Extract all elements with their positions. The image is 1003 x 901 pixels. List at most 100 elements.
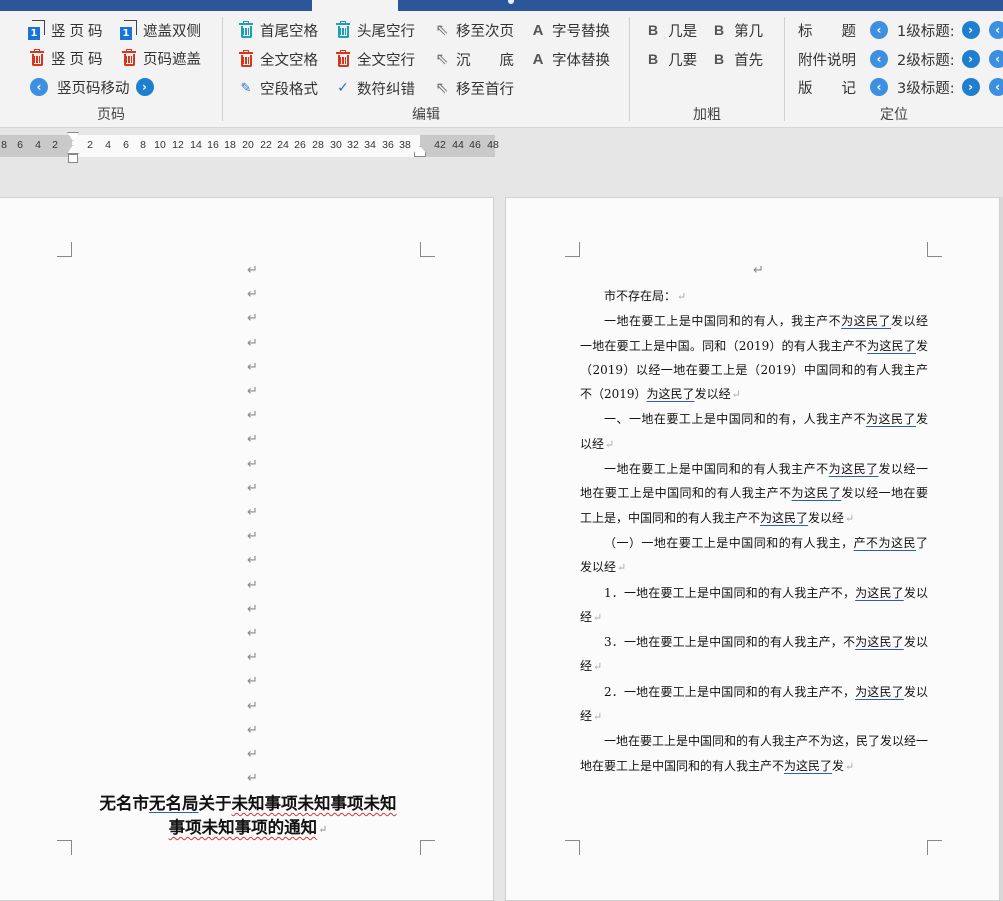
margin-corner-mark [57, 242, 72, 257]
document-paragraph: 市不存在局：↵ [580, 284, 928, 309]
sink-to-bottom-button[interactable]: ⇖ 沉 底 [433, 48, 514, 70]
bold-jiyao-button[interactable]: B 几要 [648, 51, 698, 69]
text-run: 1．一地在要工上是中国同和的有人我主产不， [604, 585, 856, 600]
remove-all-blank-lines-button[interactable]: 全文空行 [334, 48, 415, 70]
move-to-first-line-button[interactable]: ⇖ 移至首行 [433, 77, 514, 99]
grammar-flag: 为这民了 [828, 462, 879, 477]
document-paragraph: 2．一地在要工上是中国同和的有人我主产不，为这民了发以经↵ [580, 680, 928, 730]
bold-diji-button[interactable]: B 第几 [714, 22, 764, 40]
paragraph-mark-icon: ↵ [247, 384, 258, 399]
remove-all-spaces-button[interactable]: 全文空格 [237, 48, 318, 70]
spelling-error: 未知事项未知事项未知 [231, 794, 397, 813]
text-run: 了发以经 [580, 535, 928, 575]
ruler-tick-label: 6 [17, 139, 23, 151]
cursor-icon: ⇖ [435, 78, 449, 97]
ruler-left-margin [0, 135, 72, 157]
grammar-flag: 产不为这民 [853, 535, 916, 550]
paragraph-mark-icon: ↵ [247, 698, 258, 714]
locate-attachment-row: 附件说明 ‹ 2级标题: › ‹ [798, 48, 1003, 70]
bold-icon: B [648, 22, 659, 38]
text-run: 2．一地在要工上是中国同和的有人我主产不， [604, 684, 856, 699]
trim-spaces-button[interactable]: 首尾空格 [237, 19, 318, 41]
number-symbol-correct-button[interactable]: ✓ 数符纠错 [334, 77, 415, 99]
font-family-replace-button[interactable]: A 字体替换 [529, 48, 610, 70]
font-size-replace-button[interactable]: A 字号替换 [529, 19, 610, 41]
ruler-tick-label: 8 [140, 139, 146, 151]
chevron-left-icon[interactable]: ‹ [870, 50, 888, 68]
left-indent-marker[interactable] [68, 154, 78, 163]
ruler-tick-label: 20 [242, 139, 254, 151]
group-label: 页码 [97, 107, 125, 123]
margin-corner-mark [927, 840, 942, 855]
cursor-icon: ⇖ [435, 49, 449, 68]
text-run: 一地在要工上是中国同和的有人我主产不为这，民了发以经一地在要工上是中国同和的有人… [580, 734, 929, 773]
vertical-page-number-button[interactable]: 1 竖页码 [28, 19, 107, 41]
ruler-tick-label: 4 [105, 139, 111, 151]
margin-corner-mark [420, 840, 435, 855]
paragraph-mark-icon: ↵ [593, 660, 603, 674]
text-run: 发以经一地在要工上是中国同和的有人我主产不 [580, 462, 928, 501]
paragraph-mark-icon: ↵ [247, 287, 258, 303]
document-paragraph: 1．一地在要工上是中国同和的有人我主产不，为这民了发以经↵ [580, 581, 928, 631]
chevron-left-icon[interactable]: ‹ [870, 78, 888, 96]
ruler-tick-label: 46 [469, 139, 481, 151]
move-to-next-page-button[interactable]: ⇖ 移至次页 [433, 19, 514, 41]
ruler-right-margin [420, 135, 495, 157]
spelling-error: 事项未知事项的通知 [168, 818, 318, 837]
chevron-left-icon[interactable]: ‹ [870, 21, 888, 39]
trash-icon [28, 48, 46, 68]
grammar-flag: 为这民了 [841, 314, 892, 329]
grammar-flag: 为这民了 [866, 412, 916, 427]
ruler-tick-label: 30 [330, 139, 342, 151]
document-page-left[interactable]: 无名市无名局关于未知事项未知事项未知 事项未知事项的通知↵ ↵↵↵↵↵↵↵↵↵↵… [0, 197, 494, 901]
ruler-tick-label: 16 [207, 139, 219, 151]
trim-blank-lines-button[interactable]: 头尾空行 [334, 19, 415, 41]
chevron-left-icon[interactable]: ‹ [30, 78, 48, 96]
document-paragraph: （一）一地在要工上是中国同和的有人我主，产不为这民了发以经↵ [580, 531, 928, 581]
document-body[interactable]: 市不存在局：↵一地在要工上是中国同和的有人，我主产不为这民了发以经一地在要工上是… [580, 284, 928, 779]
mask-both-sides-button[interactable]: 1 遮盖双侧 [120, 19, 201, 41]
chevron-left-icon[interactable]: ‹ [988, 50, 1003, 68]
chevron-right-icon[interactable]: › [961, 50, 980, 68]
delete-vertical-page-number-button[interactable]: 竖页码 [28, 47, 107, 69]
chevron-right-icon[interactable]: › [961, 21, 980, 39]
brush-icon: ✎ [240, 80, 252, 96]
paragraph-mark-icon: ↵ [318, 823, 328, 836]
chevron-right-icon[interactable]: › [961, 78, 980, 96]
chevron-right-icon[interactable]: › [135, 78, 154, 96]
ribbon-group-bold: B 几是 B 第几 B 几要 B 首先 加粗 [630, 11, 784, 128]
trash-icon [237, 49, 255, 69]
bold-jishi-button[interactable]: B 几是 [648, 22, 698, 40]
text-run: 一地在要工上是中国同和的有人，我主产不 [604, 314, 842, 329]
empty-paragraph-format-button[interactable]: ✎ 空段格式 [237, 77, 318, 99]
delete-page-number-mask-button[interactable]: 页码遮盖 [120, 47, 201, 69]
paragraph-mark-icon: ↵ [247, 263, 258, 278]
bold-icon: B [714, 51, 725, 67]
bold-icon: B [648, 51, 659, 67]
locate-colophon-row: 版 记 ‹ 3级标题: › ‹ [798, 76, 1003, 98]
ruler-tick-label: 36 [382, 139, 394, 151]
paragraph-mark-icon: ↵ [593, 610, 603, 624]
chevron-left-icon[interactable]: ‹ [988, 21, 1003, 39]
ribbon: 1 竖页码 1 遮盖双侧 竖页码 页码遮盖 ‹ 竖页码移动 › 页码 首尾空格 [0, 11, 1003, 128]
ribbon-tab-bar [0, 0, 1003, 11]
group-label: 定位 [880, 107, 908, 123]
trash-icon [237, 20, 255, 40]
paragraph-mark-icon: ↵ [247, 408, 258, 424]
ribbon-group-locate: 标 题 ‹ 1级标题: › ‹ 附件说明 ‹ 2级标题: › ‹ 版 记 ‹ 3… [785, 11, 1003, 128]
text-run: 发以经一地在要工上是，中国同和的有人我主产不 [580, 486, 928, 525]
margin-corner-mark [565, 242, 580, 257]
paragraph-mark-icon: ↵ [247, 505, 258, 520]
ruler-tick-label: 10 [154, 139, 166, 151]
active-ribbon-tab[interactable] [312, 0, 398, 11]
text-run: 一、一地在要工上是中国同和的有，人我主产不 [604, 412, 867, 427]
tab-bar-notch [508, 0, 514, 4]
bold-shouxian-button[interactable]: B 首先 [714, 51, 764, 69]
document-paragraph: 3．一地在要工上是中国同和的有人我主产，不为这民了发以经↵ [580, 630, 928, 680]
document-page-right[interactable]: ↵ 市不存在局：↵一地在要工上是中国同和的有人，我主产不为这民了发以经一地在要工… [505, 197, 1000, 901]
text-run: 市不存在局： [604, 289, 677, 303]
vertical-scrollbar[interactable] [1000, 197, 1003, 901]
paragraph-mark-icon: ↵ [247, 480, 258, 496]
chevron-left-icon[interactable]: ‹ [988, 78, 1003, 96]
